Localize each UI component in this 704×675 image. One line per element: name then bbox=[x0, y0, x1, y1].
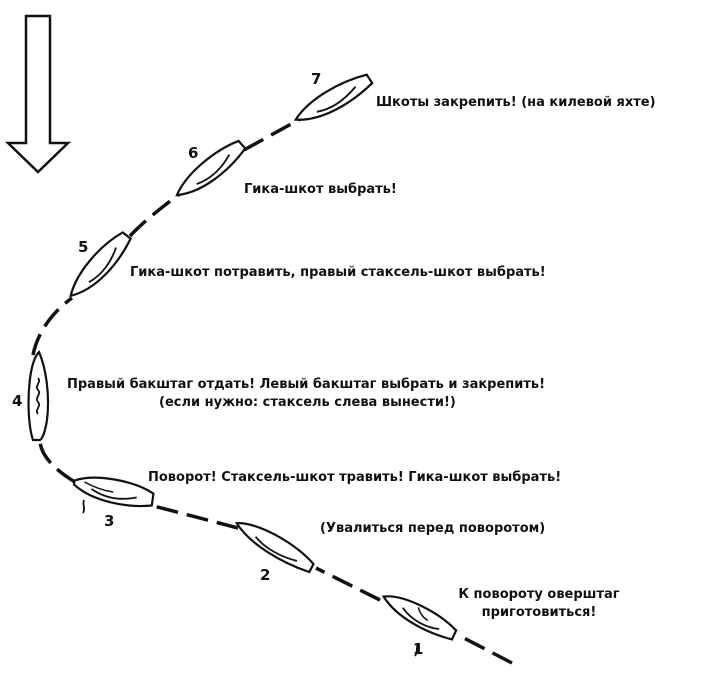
command-step-3: Поворот! Стаксель-шкот травить! Гика-шко… bbox=[148, 470, 562, 485]
step-number-3: 3 bbox=[104, 512, 115, 530]
boat-1 bbox=[381, 595, 458, 641]
command-step-5: Гика-шкот потравить, правый стаксель-шко… bbox=[130, 265, 546, 280]
wind-arrow-icon bbox=[4, 14, 72, 174]
boat-1-wake bbox=[414, 642, 419, 657]
step-number-6: 6 bbox=[188, 144, 199, 162]
boat-2 bbox=[234, 522, 315, 574]
step-number-4: 4 bbox=[12, 392, 23, 410]
step-number-1: 1 bbox=[413, 640, 424, 658]
command-step-1: К повороту оверштаг приготовиться! bbox=[444, 586, 634, 622]
command-step-6: Гика-шкот выбрать! bbox=[244, 182, 397, 197]
boat-5 bbox=[69, 231, 132, 298]
step-number-2: 2 bbox=[260, 566, 271, 584]
command-step-4: Правый бакштаг отдать! Левый бакштаг выб… bbox=[67, 376, 545, 412]
step-number-5: 5 bbox=[78, 238, 89, 256]
course-path bbox=[31, 116, 513, 665]
boat-7 bbox=[293, 73, 374, 121]
step-number-7: 7 bbox=[311, 70, 322, 88]
command-step-2: (Увалиться перед поворотом) bbox=[320, 521, 546, 536]
boat-3-wake bbox=[82, 499, 86, 514]
boat-6 bbox=[175, 139, 247, 197]
boat-4 bbox=[27, 350, 50, 442]
command-step-7: Шкоты закрепить! (на килевой яхте) bbox=[376, 95, 656, 110]
command-step-4-line2: (если нужно: стаксель слева вынести!) bbox=[159, 395, 456, 410]
command-step-1-line1: К повороту оверштаг bbox=[458, 587, 620, 602]
boat-3 bbox=[72, 476, 155, 508]
command-step-1-line2: приготовиться! bbox=[481, 605, 597, 620]
command-step-4-line1: Правый бакштаг отдать! Левый бакштаг выб… bbox=[67, 377, 546, 392]
